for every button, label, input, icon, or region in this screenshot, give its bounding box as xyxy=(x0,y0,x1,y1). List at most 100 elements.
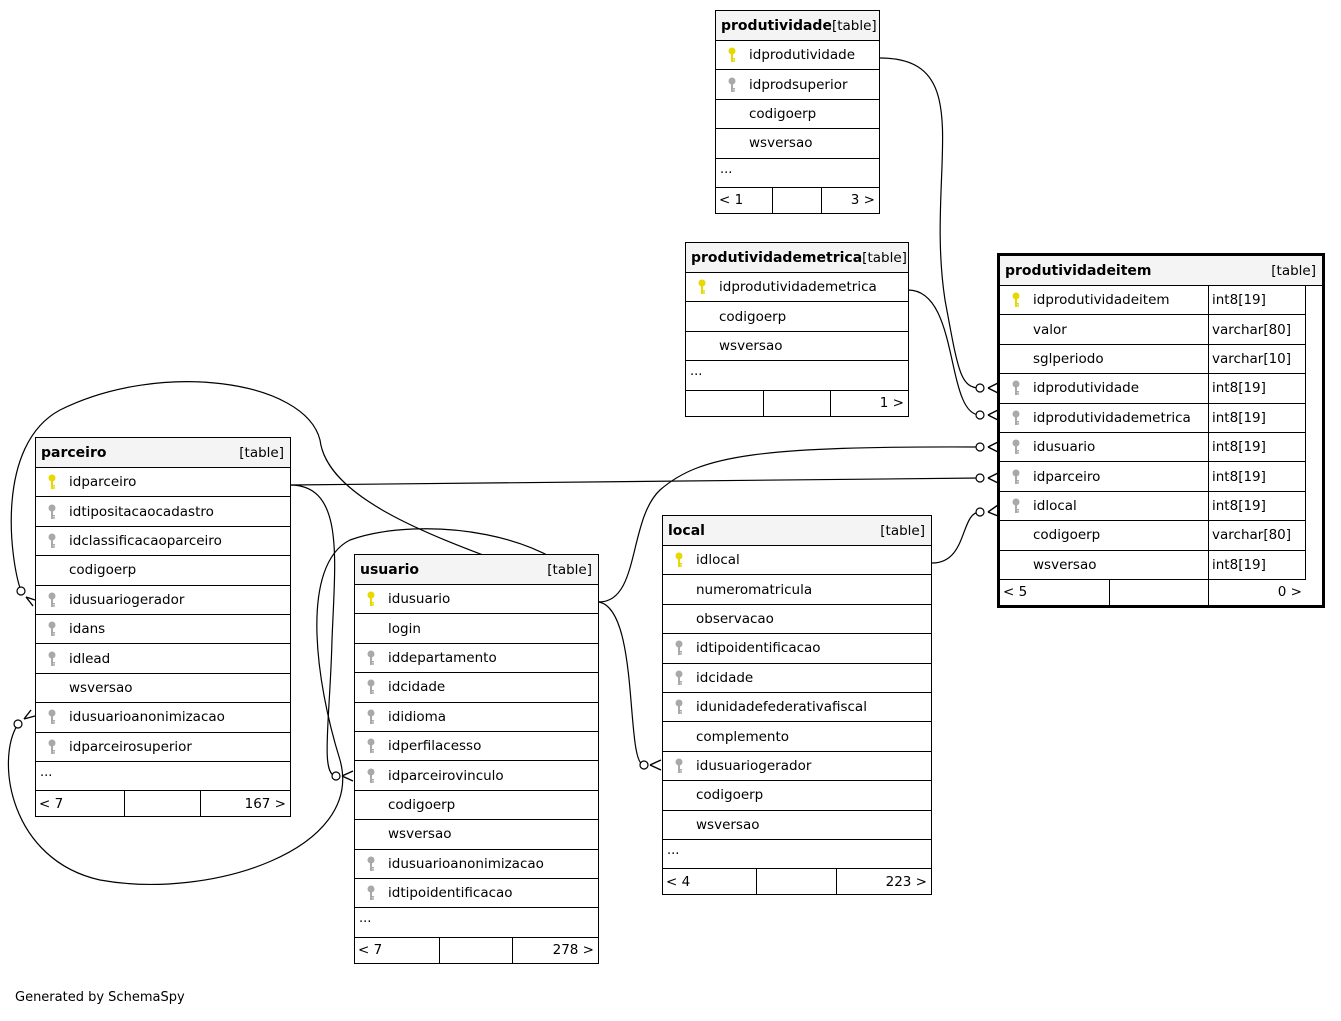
column-type: int8[19] xyxy=(1208,374,1289,403)
column-row[interactable]: ididioma xyxy=(355,703,598,732)
table-header: produtividadeitem[table] xyxy=(1000,256,1322,286)
child-count[interactable]: 1 > xyxy=(879,395,904,412)
column-row[interactable]: idclassificacaoparceiro xyxy=(36,527,290,557)
column-row[interactable]: idtipoidentificacao xyxy=(355,879,598,909)
parent-count[interactable]: < 7 xyxy=(36,791,125,817)
child-count[interactable]: 278 > xyxy=(552,942,594,959)
column-name: idusuario xyxy=(1033,439,1096,456)
more-columns-indicator: ... xyxy=(716,159,879,188)
column-row[interactable]: idusuariogerador xyxy=(36,586,290,615)
column-row[interactable]: wsversao xyxy=(36,674,290,704)
column-name: idusuarioanonimizacao xyxy=(388,855,544,872)
column-row[interactable]: codigoerp xyxy=(663,781,931,811)
column-row[interactable]: iddepartamento xyxy=(355,644,598,674)
table-name[interactable]: local xyxy=(668,522,705,539)
column-name: idunidadefederativafiscal xyxy=(696,699,867,716)
column-name: codigoerp xyxy=(696,787,764,804)
table-name[interactable]: produtividademetrica xyxy=(691,249,863,266)
column-type: int8[19] xyxy=(1208,286,1289,315)
column-row[interactable]: idperfilacesso xyxy=(355,732,598,762)
column-row[interactable]: idprodutividademetrica xyxy=(686,273,908,303)
column-row[interactable]: numeromatricula xyxy=(663,575,931,605)
column-name: idprodutividademetrica xyxy=(1033,409,1191,426)
column-row[interactable]: idusuariogerador xyxy=(663,752,931,782)
column-row[interactable]: idcidade xyxy=(355,673,598,703)
foreign-key-icon xyxy=(362,708,380,726)
column-name: observacao xyxy=(696,610,774,627)
table-name[interactable]: produtividade xyxy=(721,17,832,34)
column-row[interactable]: idlocal xyxy=(663,546,931,576)
parent-count[interactable]: < 5 xyxy=(1000,579,1110,605)
child-count[interactable]: 167 > xyxy=(244,795,286,812)
parent-count[interactable]: < 7 xyxy=(355,937,440,963)
table-name[interactable]: usuario xyxy=(360,561,420,578)
column-row[interactable]: idparceiro xyxy=(36,468,290,498)
table-header: produtividade[table] xyxy=(716,11,879,41)
table-header: usuario[table] xyxy=(355,555,598,585)
column-row[interactable]: login xyxy=(355,614,598,644)
row-count-cell xyxy=(440,937,513,963)
column-row[interactable]: wsversao xyxy=(355,820,598,850)
parent-count[interactable]: < 4 xyxy=(663,869,757,895)
no-key-spacer xyxy=(693,337,711,355)
column-row[interactable]: wsversao xyxy=(686,332,908,362)
column-row[interactable]: idusuarioanonimizacao xyxy=(355,850,598,879)
table-produtividademetrica[interactable]: produtividademetrica[table]idprodutivida… xyxy=(685,242,909,417)
column-row[interactable]: idprodutividademetrica int8[19] xyxy=(1000,403,1306,433)
table-footer: < 7 278 > xyxy=(355,937,598,963)
column-row[interactable]: codigoerp xyxy=(36,556,290,586)
no-key-spacer xyxy=(362,796,380,814)
column-row[interactable]: wsversao xyxy=(663,811,931,840)
column-row[interactable]: complemento xyxy=(663,722,931,752)
column-row[interactable]: observacao xyxy=(663,605,931,635)
foreign-key-icon xyxy=(43,620,61,638)
no-key-spacer xyxy=(670,728,688,746)
no-key-spacer xyxy=(1007,321,1025,339)
column-row[interactable]: idparceirovinculo xyxy=(355,761,598,791)
table-name[interactable]: parceiro xyxy=(41,444,107,461)
column-row[interactable]: idtipoidentificacao xyxy=(663,634,931,664)
column-row[interactable]: idtipositacaocadastro xyxy=(36,497,290,527)
primary-key-icon xyxy=(362,590,380,608)
column-row[interactable]: idprodsuperior xyxy=(716,70,879,100)
column-row[interactable]: idcidade xyxy=(663,664,931,693)
column-row[interactable]: idprodutividade xyxy=(716,41,879,71)
child-count[interactable]: 223 > xyxy=(885,873,927,890)
column-type: int8[19] xyxy=(1208,403,1289,432)
column-row[interactable]: idusuario xyxy=(355,585,598,615)
column-row[interactable]: idans xyxy=(36,615,290,645)
column-name: wsversao xyxy=(696,816,760,833)
column-row[interactable]: idparceirosuperior xyxy=(36,733,290,762)
table-produtividadeitem[interactable]: produtividadeitem[table]idprodutividadei… xyxy=(997,253,1325,608)
column-row[interactable]: codigoerp xyxy=(355,791,598,821)
table-name[interactable]: produtividadeitem xyxy=(1005,262,1152,279)
foreign-key-icon xyxy=(43,591,61,609)
child-count[interactable]: 3 > xyxy=(850,192,875,209)
table-footer: < 1 3 > xyxy=(716,187,879,213)
parent-count[interactable]: < 1 xyxy=(716,187,773,213)
edge-local-produtividadeitem xyxy=(931,511,981,564)
table-header: local[table] xyxy=(663,516,931,546)
column-row[interactable]: idunidadefederativafiscal xyxy=(663,693,931,723)
column-row[interactable]: codigoerp xyxy=(716,100,879,130)
column-row[interactable]: wsversao xyxy=(716,129,879,159)
column-row[interactable]: idusuarioanonimizacao xyxy=(36,703,290,733)
column-row[interactable]: idlead xyxy=(36,644,290,674)
column-row[interactable]: codigoerp xyxy=(686,302,908,332)
foreign-key-icon xyxy=(1007,409,1025,427)
parent-count[interactable] xyxy=(686,390,764,416)
child-count[interactable]: 0 > xyxy=(1208,579,1306,605)
